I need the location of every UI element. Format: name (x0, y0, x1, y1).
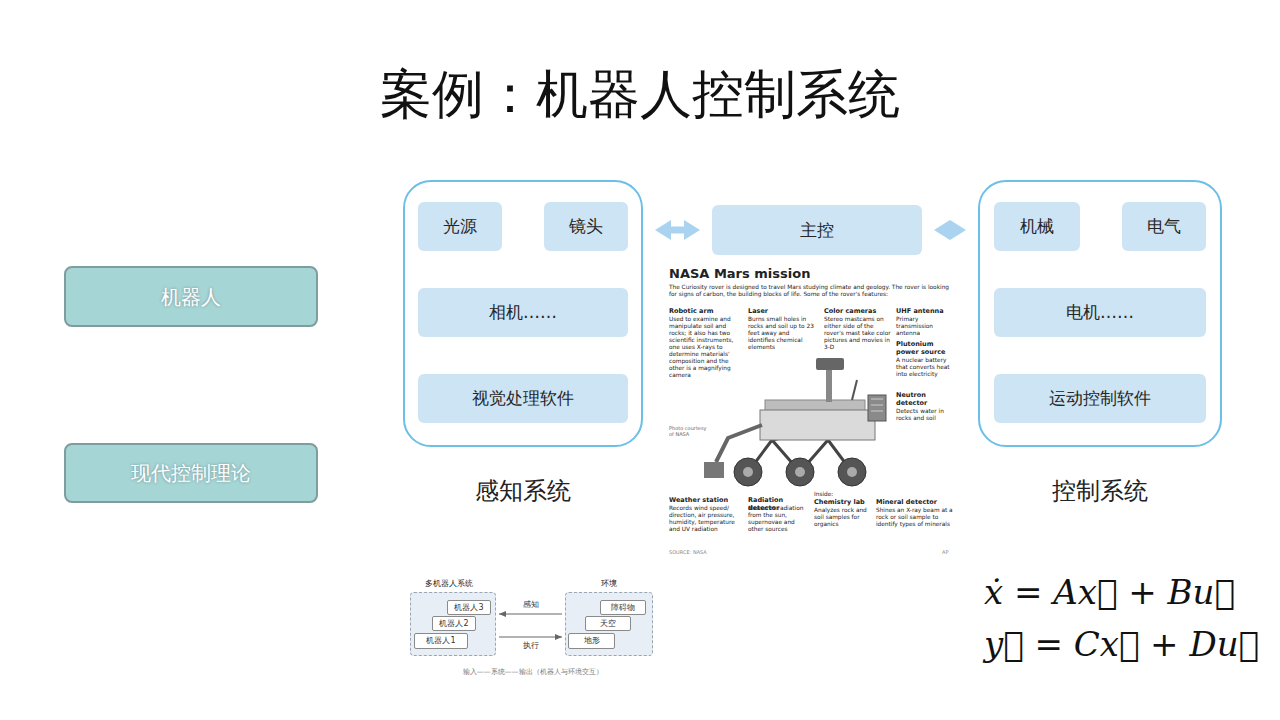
figure-caption: 输入——系统——输出（机器人与环境交互） (410, 667, 655, 677)
rover-hub (743, 467, 753, 477)
callout-text: Used to examine and manipulate soil and … (669, 316, 741, 379)
group-heading: 环境 (566, 579, 652, 589)
callout-heading: Mineral detector (876, 499, 954, 507)
source-note: AP (942, 549, 956, 555)
double-arrow (946, 227, 954, 234)
rover-fin (871, 405, 883, 406)
component-box: 运动控制软件 (994, 374, 1206, 423)
component-box: 相机…… (418, 288, 628, 337)
rover-hub (795, 467, 805, 477)
photo-credit: Photo courtesy of NASA (669, 425, 711, 437)
environment-box: 天空 (585, 616, 631, 632)
component-box: 电气 (1122, 202, 1206, 251)
node-label: 天空 (600, 619, 616, 629)
double-arrow (667, 227, 688, 234)
flow-arrow (499, 614, 562, 615)
figure-intro: The Curiosity rover is designed to trave… (669, 284, 953, 298)
flow-arrow (499, 637, 562, 638)
component-box: 镜头 (544, 202, 628, 251)
node-label: 机器人3 (454, 603, 483, 613)
environment-box: 地形 (568, 633, 615, 649)
rover-fin (871, 399, 883, 400)
callout-text: Primary transmission antenna (896, 316, 954, 337)
callout-heading: Weather station (669, 497, 743, 505)
callout-heading: Plutonium power source (896, 341, 954, 357)
nav-button: 机器人 (64, 266, 318, 327)
robot-box: 机器人1 (414, 633, 468, 649)
group-heading: 控制系统 (980, 477, 1220, 506)
environment-group: 环境障碍物天空地形 (565, 592, 653, 656)
state-equation: ẋ = Ax⃗ + Bu⃗ (984, 572, 1235, 613)
callout-heading: Chemistry lab (814, 499, 872, 507)
rover-wheel (734, 458, 762, 486)
callout-heading: Robotic arm (669, 308, 741, 316)
node-label: 镜头 (569, 216, 603, 236)
callout-heading: Neutron detector (896, 392, 954, 408)
group-heading: 多机器人系统 (425, 579, 473, 589)
node-label: 现代控制理论 (131, 461, 251, 485)
component-box: 电机…… (994, 288, 1206, 337)
node-label: 障碍物 (611, 603, 635, 613)
control-panel: 控制系统机械电气电机……运动控制软件 (978, 180, 1222, 447)
node-label: 运动控制软件 (1049, 388, 1151, 408)
node-label: 主控 (800, 220, 834, 240)
callout-text: Shines an X-ray beam at a rock or soil s… (876, 507, 954, 528)
node-label: 光源 (443, 216, 477, 236)
rover-arm (716, 425, 762, 462)
rover-arm-tool (704, 462, 724, 478)
rover-hub (847, 467, 857, 477)
rover-power-source (868, 395, 886, 421)
rover-wheel (786, 458, 814, 486)
node-label: 相机…… (489, 302, 557, 322)
environment-box: 障碍物 (600, 600, 646, 616)
component-box: 光源 (418, 202, 502, 251)
callout-heading: Laser (748, 308, 816, 316)
figure-title: NASA Mars mission (669, 266, 953, 282)
rover-mast-head (816, 358, 844, 370)
callout-text: Records wind speed/ direction, air press… (669, 505, 743, 533)
source-note: SOURCE: NASA (669, 549, 749, 555)
controller-box: 主控 (712, 205, 922, 255)
callout-text: Detects water in rocks and soil (896, 408, 954, 422)
robot-box: 机器人2 (432, 616, 476, 632)
rover-wheel (838, 458, 866, 486)
node-label: 电机…… (1066, 302, 1134, 322)
callout-heading: Color cameras (824, 308, 892, 316)
output-equation: y⃗ = Cx⃗ + Du⃗ (984, 624, 1259, 665)
rover-fin (871, 411, 883, 412)
node-label: 机器人1 (426, 636, 455, 646)
system-group: 多机器人系统机器人3机器人2机器人1 (410, 592, 496, 656)
node-label: 机器人 (161, 285, 221, 309)
robot-box: 机器人3 (447, 600, 491, 616)
callout-text: Analyzes rock and soil samples for organ… (814, 507, 872, 528)
nav-button: 现代控制理论 (64, 443, 318, 503)
rover-drawing (704, 358, 886, 486)
slide-title: 案例：机器人控制系统 (0, 60, 1280, 130)
rover-antenna (852, 380, 857, 400)
rover-body (760, 410, 875, 440)
edge-label: 执行 (521, 642, 541, 651)
component-box: 视觉处理软件 (418, 374, 628, 423)
node-label: 地形 (584, 636, 600, 646)
callout-heading: UHF antenna (896, 308, 954, 316)
callout-text: Stereo mastcams on either side of the ro… (824, 316, 892, 351)
callout-text: A nuclear battery that converts heat int… (896, 357, 954, 378)
callout-note: Inside: (814, 491, 872, 498)
rover-mast (826, 368, 832, 402)
callout-text: Burns small holes in rocks and soil up t… (748, 316, 816, 351)
perception-panel: 感知系统光源镜头相机……视觉处理软件 (403, 180, 643, 447)
node-label: 视觉处理软件 (472, 388, 574, 408)
component-box: 机械 (994, 202, 1080, 251)
node-label: 机械 (1020, 216, 1054, 236)
group-heading: 感知系统 (405, 477, 641, 506)
callout-text: Measures radiation from the sun, superno… (748, 505, 810, 533)
edge-label: 感知 (521, 601, 541, 610)
node-label: 机器人2 (439, 619, 468, 629)
node-label: 电气 (1147, 216, 1181, 236)
